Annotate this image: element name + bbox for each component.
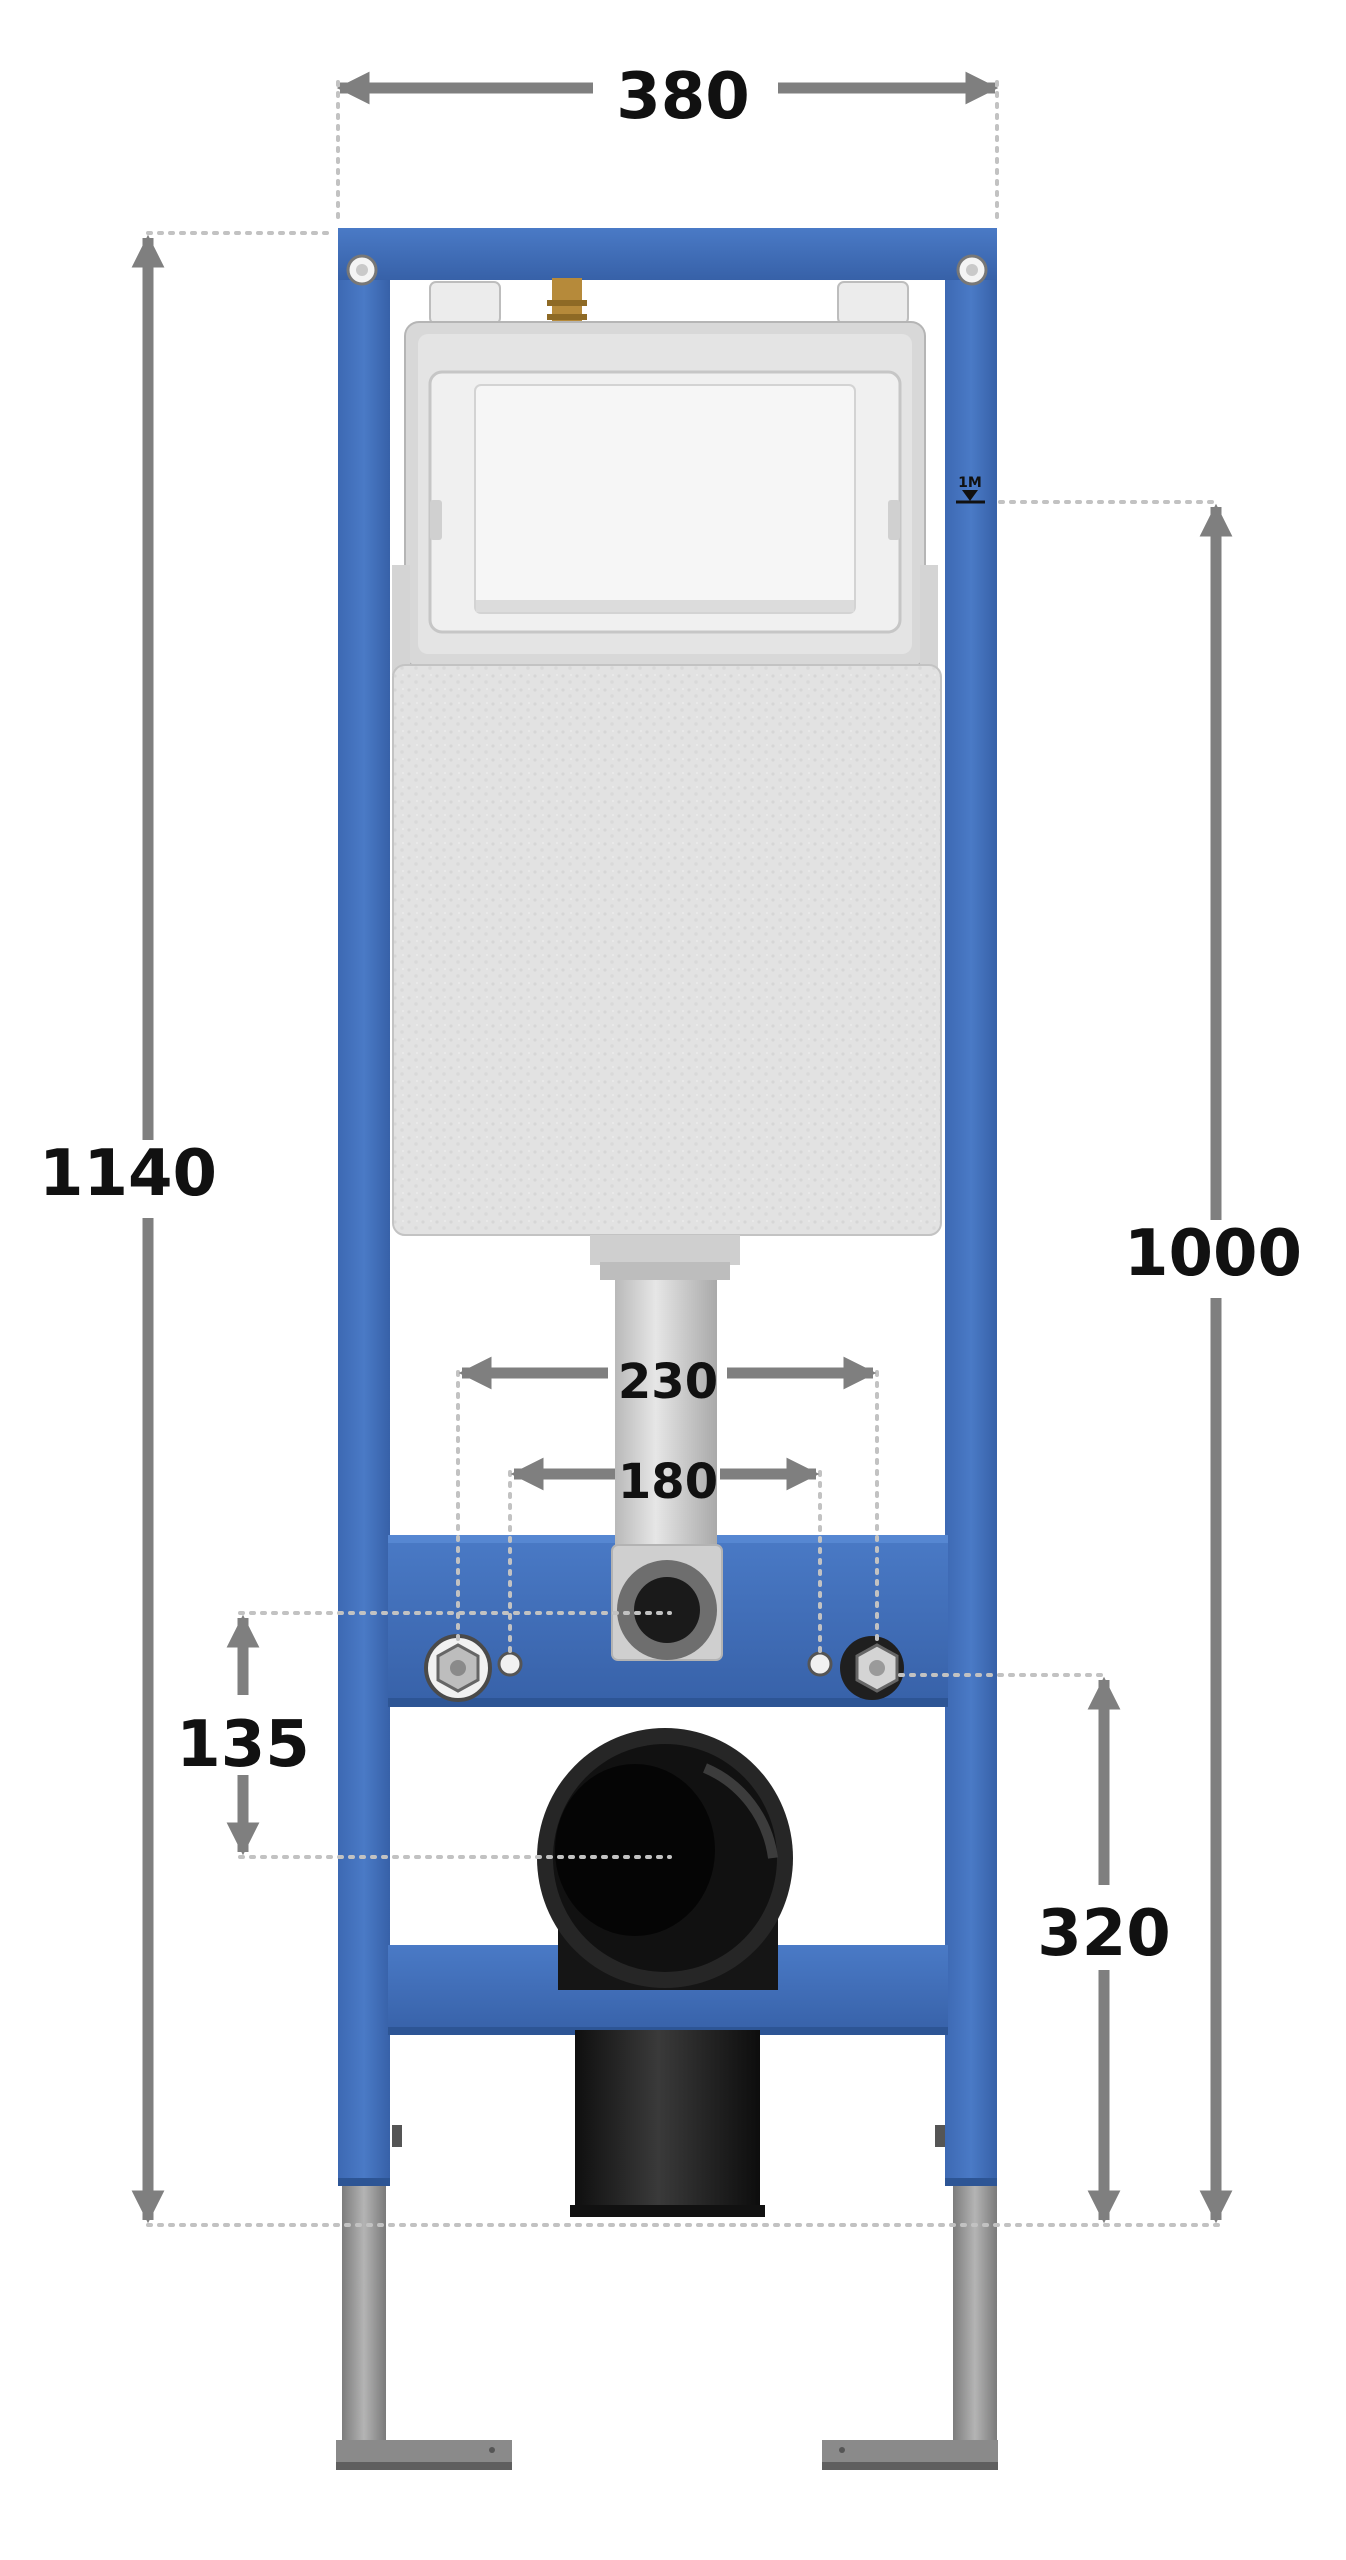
right-leg xyxy=(822,2185,998,2470)
dimension-arrows xyxy=(131,71,1233,2224)
waste-connector xyxy=(537,1728,793,2217)
cistern-insulated-body xyxy=(392,664,942,1236)
dim-1140: 1140 xyxy=(39,1137,217,1211)
right-post xyxy=(945,228,997,2186)
dim-320: 320 xyxy=(1037,1897,1171,1971)
left-leg xyxy=(336,2185,512,2470)
mounting-studs xyxy=(424,1634,904,1702)
top-rail xyxy=(338,228,997,280)
left-post xyxy=(338,228,390,2186)
left-stud-nut xyxy=(424,1634,492,1702)
dim-230: 230 xyxy=(618,1354,718,1410)
level-mark: 1M xyxy=(956,475,985,504)
right-inner-hole xyxy=(807,1651,833,1677)
dim-180: 180 xyxy=(618,1454,718,1510)
dimension-labels: 380 1140 1000 230 180 135 320 xyxy=(39,60,1302,1971)
flush-pipe xyxy=(615,1280,717,1575)
dim-380: 380 xyxy=(616,60,750,134)
dim-1000: 1000 xyxy=(1124,1217,1302,1291)
right-stud-nut xyxy=(840,1636,904,1700)
cistern xyxy=(392,278,942,1661)
dim-135: 135 xyxy=(176,1708,310,1782)
waste-pipe-down xyxy=(575,2030,760,2215)
level-mark-label: 1M xyxy=(958,475,982,491)
extension-lines xyxy=(146,80,1220,2227)
left-inner-hole xyxy=(497,1651,523,1677)
